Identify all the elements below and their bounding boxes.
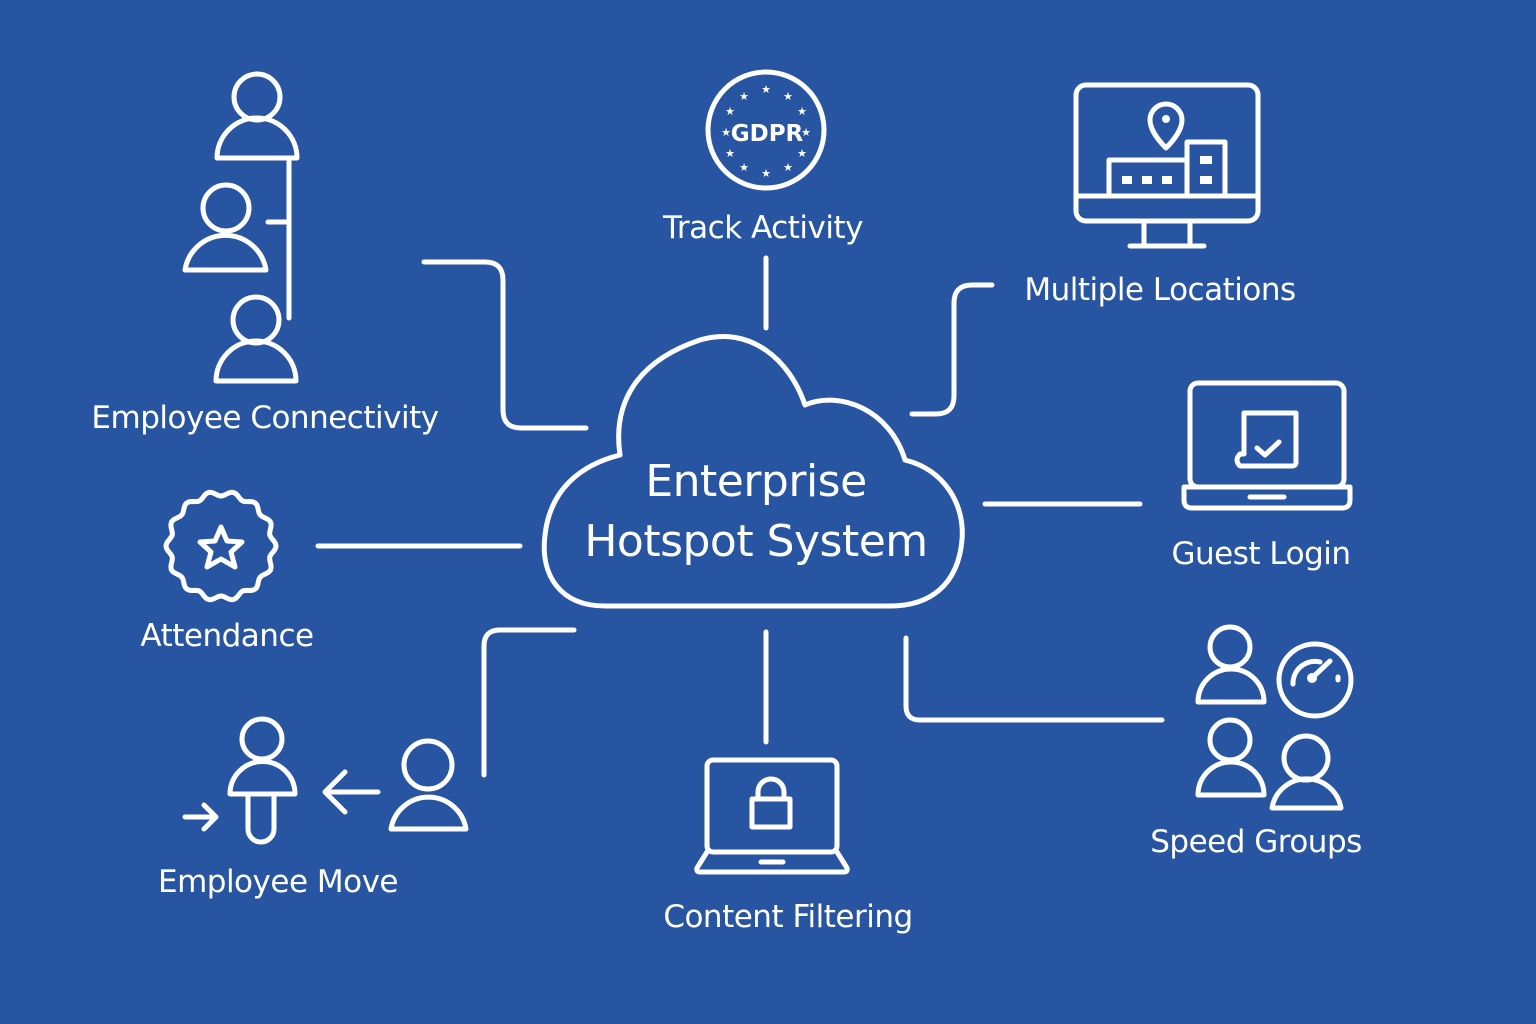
svg-text:★: ★ <box>761 83 771 96</box>
gdpr-text: GDPR <box>731 121 804 147</box>
label-multiple-locations: Multiple Locations <box>1024 272 1296 308</box>
label-track-activity: Track Activity <box>663 210 863 246</box>
gdpr-badge-icon: ★ ★ ★ ★ ★ ★ ★ ★ ★ ★ ★ ★ GDPR <box>705 69 827 191</box>
svg-text:★: ★ <box>739 90 749 103</box>
label-employee-connectivity: Employee Connectivity <box>91 400 439 436</box>
svg-text:★: ★ <box>797 105 807 118</box>
people-hierarchy-icon <box>182 71 300 384</box>
laptop-check-icon <box>1181 380 1353 511</box>
svg-text:★: ★ <box>739 161 749 174</box>
svg-text:★: ★ <box>801 126 811 139</box>
svg-text:★: ★ <box>725 105 735 118</box>
svg-text:★: ★ <box>783 90 793 103</box>
svg-text:★: ★ <box>797 147 807 160</box>
svg-text:★: ★ <box>761 167 771 180</box>
label-content-filtering: Content Filtering <box>663 899 913 935</box>
users-speedometer-icon <box>1195 624 1354 811</box>
connector-employee-connectivity <box>421 259 589 431</box>
laptop-lock-icon <box>694 757 850 875</box>
star-badge-icon <box>163 489 279 603</box>
label-guest-login: Guest Login <box>1171 536 1351 572</box>
connector-speed-groups <box>903 635 1165 723</box>
center-title-line1: Enterprise <box>645 456 867 507</box>
connector-employee-move <box>481 627 577 778</box>
monitor-location-icon <box>1073 82 1261 249</box>
svg-text:★: ★ <box>725 147 735 160</box>
center-title: Enterprise Hotspot System <box>584 452 928 572</box>
center-title-line2: Hotspot System <box>584 516 928 567</box>
label-speed-groups: Speed Groups <box>1150 824 1362 860</box>
connector-multiple-locations <box>909 282 995 417</box>
label-attendance: Attendance <box>140 618 314 654</box>
cloud-icon <box>541 333 965 609</box>
svg-text:★: ★ <box>783 161 793 174</box>
svg-text:★: ★ <box>721 126 731 139</box>
person-move-icon <box>182 716 469 845</box>
label-employee-move: Employee Move <box>157 864 399 900</box>
